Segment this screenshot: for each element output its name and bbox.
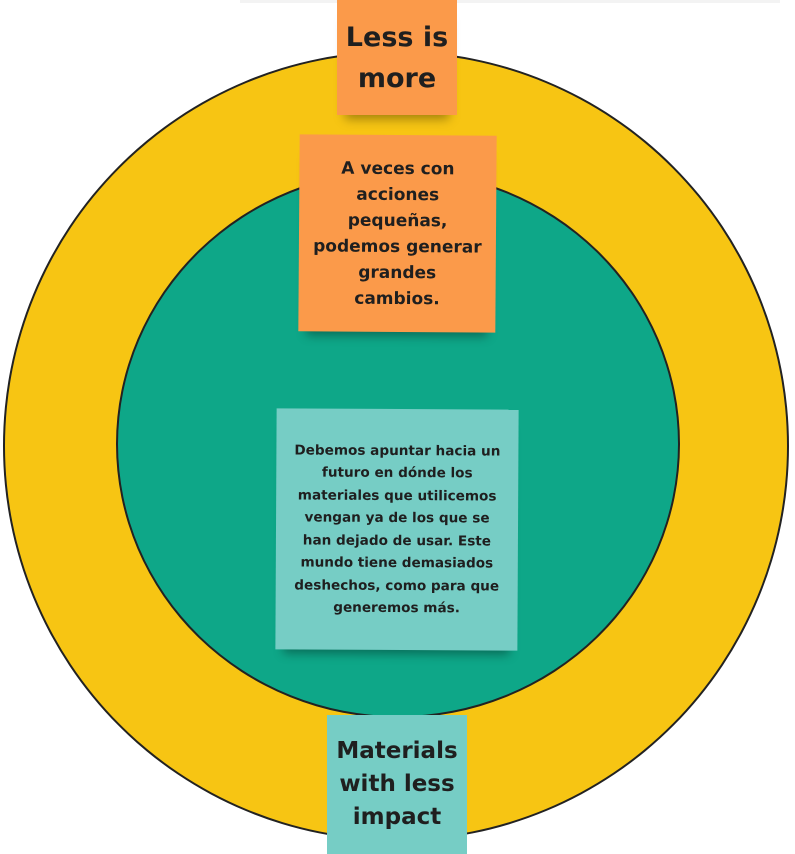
sticky-note-middle-text: A veces con acciones pequeñas, podemos g…: [313, 158, 482, 309]
sticky-note-bottom-text: Materials with less impact: [336, 738, 458, 830]
top-divider: [240, 0, 780, 3]
sticky-note-bottom[interactable]: Materials with less impact: [327, 715, 467, 854]
sticky-note-center-text: Debemos apuntar hacia un futuro en dónde…: [294, 441, 501, 617]
sticky-note-top[interactable]: Less is more: [337, 0, 457, 115]
sticky-note-middle[interactable]: A veces con acciones pequeñas, podemos g…: [298, 134, 497, 333]
sticky-note-center[interactable]: Debemos apuntar hacia un futuro en dónde…: [275, 408, 519, 651]
sticky-note-top-text: Less is more: [345, 21, 449, 94]
